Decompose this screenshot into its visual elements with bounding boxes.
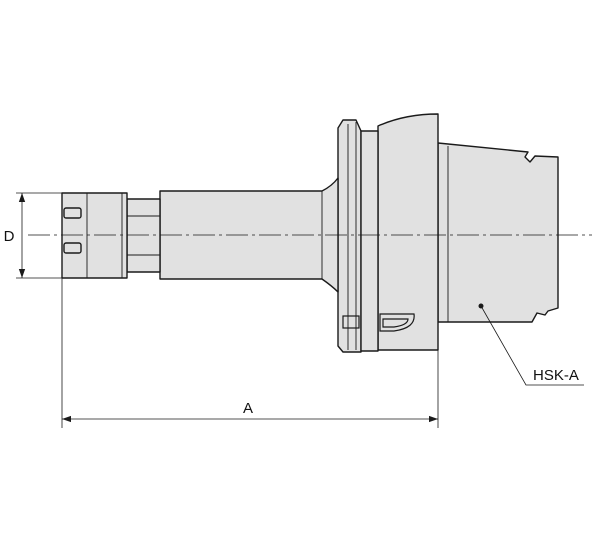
length-dimension: A [61, 278, 439, 428]
neck [126, 198, 161, 273]
collet [61, 192, 128, 279]
hsk-label: HSK-A [533, 367, 579, 384]
length-label: A [243, 400, 253, 417]
diameter-dimension: D [4, 192, 62, 279]
diameter-label: D [4, 228, 15, 245]
shank [159, 177, 339, 293]
hsk-taper [437, 142, 559, 323]
hsk-callout: HSK-A [478, 303, 584, 386]
flange [337, 113, 439, 353]
